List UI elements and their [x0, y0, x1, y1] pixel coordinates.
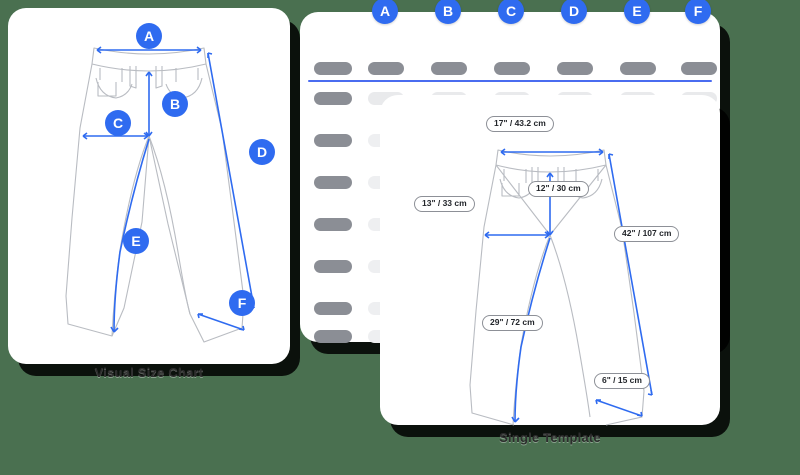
- marker-B[interactable]: [162, 91, 188, 117]
- marker-C[interactable]: [105, 110, 131, 136]
- table-column-badges: A B C D E F: [300, 0, 720, 30]
- table-cell-placeholder: [431, 62, 467, 75]
- table-cell-placeholder: [557, 62, 593, 75]
- svg-text:B: B: [170, 96, 180, 112]
- table-column-badge-b[interactable]: B: [435, 0, 461, 24]
- pants-diagram-measured: [469, 148, 653, 426]
- measurement-arrows: [82, 46, 255, 333]
- table-cell-placeholder: [314, 92, 352, 105]
- table-column-badge-c[interactable]: C: [498, 0, 524, 24]
- visual-size-chart-card[interactable]: A B C D E F: [8, 8, 290, 364]
- svg-text:D: D: [257, 144, 267, 160]
- svg-text:F: F: [238, 295, 247, 311]
- table-cell-placeholder: [314, 302, 352, 315]
- table-cell-placeholder: [314, 330, 352, 343]
- marker-E[interactable]: [123, 228, 149, 254]
- measurement-pill-thigh[interactable]: 13" / 33 cm: [414, 196, 475, 212]
- table-cell-placeholder: [620, 62, 656, 75]
- table-cell-placeholder: [314, 62, 352, 75]
- table-column-badge-f[interactable]: F: [685, 0, 711, 24]
- measurement-pill-front-rise[interactable]: 12" / 30 cm: [528, 181, 589, 197]
- table-column-badge-a[interactable]: A: [372, 0, 398, 24]
- pants-diagram-lettered: A B C D E F: [65, 23, 275, 343]
- marker-D[interactable]: [249, 139, 275, 165]
- table-cell-placeholder: [494, 62, 530, 75]
- table-cell-placeholder: [314, 218, 352, 231]
- marker-A[interactable]: [136, 23, 162, 49]
- measurement-pill-outseam[interactable]: 42" / 107 cm: [614, 226, 680, 242]
- table-cell-placeholder: [314, 176, 352, 189]
- table-cell-placeholder: [314, 134, 352, 147]
- pants-outline: [65, 47, 245, 343]
- visual-size-chart-caption: Visual Size Chart: [94, 365, 204, 380]
- measurement-pill-leg-opening[interactable]: 6" / 15 cm: [594, 373, 650, 389]
- table-cell-placeholder: [314, 260, 352, 273]
- table-header-divider: [308, 80, 712, 82]
- table-cell-placeholder: [368, 62, 404, 75]
- measurement-pill-inseam[interactable]: 29" / 72 cm: [482, 315, 543, 331]
- table-column-badge-e[interactable]: E: [624, 0, 650, 24]
- svg-text:A: A: [144, 28, 154, 44]
- single-template-caption: Single Template: [499, 430, 601, 445]
- table-cell-placeholder: [681, 62, 717, 75]
- svg-text:C: C: [113, 115, 123, 131]
- measurement-arrows-template: [484, 148, 653, 423]
- single-template-card[interactable]: 17" / 43.2 cm 12" / 30 cm 13" / 33 cm 42…: [380, 95, 720, 426]
- svg-text:E: E: [131, 233, 140, 249]
- table-column-badge-d[interactable]: D: [561, 0, 587, 24]
- measurement-pill-waist[interactable]: 17" / 43.2 cm: [486, 116, 554, 132]
- marker-F[interactable]: [229, 290, 255, 316]
